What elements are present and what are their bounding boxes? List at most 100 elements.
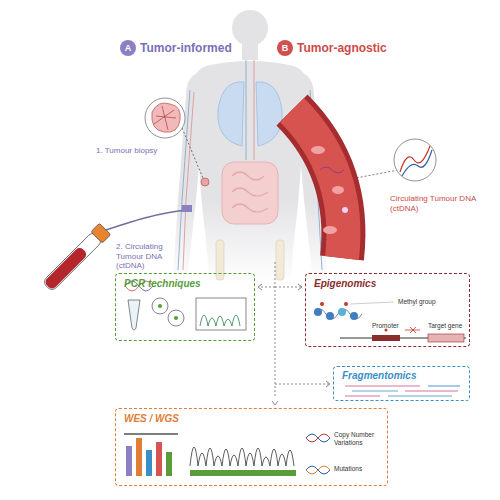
ctdna-magnifier-part (400, 146, 430, 172)
intestines-part (201, 178, 209, 186)
node-heading: WES / WGS (124, 413, 179, 425)
node-heading: PCR techniques (124, 278, 201, 290)
epigenomics-icons-part (372, 335, 400, 341)
ctdna-magnifier-part (356, 170, 398, 178)
wes-icons-part (306, 466, 330, 474)
wes-icons-part (306, 434, 330, 442)
fragment-lines (345, 386, 460, 396)
branch-lines-part (275, 287, 301, 288)
pcr-icons-part (152, 298, 168, 314)
tumour-magnifier-part (145, 98, 185, 138)
branch-lines-part (259, 287, 275, 288)
tumour-magnifier-part (182, 128, 203, 178)
branch-arrowheads-part (272, 401, 278, 405)
body-silhouette-part (242, 42, 258, 60)
blood-vessel-part (292, 110, 343, 258)
lungs-part (218, 82, 244, 146)
ctdna-magnifier-part (394, 139, 436, 181)
pcr-icons-part (196, 298, 246, 330)
epigenomics-icons-part (314, 308, 322, 316)
blood-tube-part-part (91, 223, 111, 243)
method-box: WES / WGS Copy Number VariationsMutations (115, 408, 388, 486)
body-silhouette-part (232, 10, 268, 46)
blood-vessel-part (292, 110, 343, 258)
branch-arrowheads-part (298, 284, 302, 290)
method-box: PCR techniques (115, 273, 255, 341)
wes-icons-part (190, 447, 294, 466)
method-box: EpigenomicsMethyl groupPromoter Target ge… (305, 273, 470, 347)
pcr-icons (128, 298, 246, 330)
epigenomics-icons-part (428, 334, 464, 342)
fragment-lines-part (388, 395, 452, 396)
blood-tube-part-part (42, 231, 103, 292)
fragment-lines-part (405, 390, 458, 391)
branch-arrowheads-part (258, 284, 262, 290)
ctdna-magnifier (356, 139, 436, 181)
blood-tube-part-part (44, 246, 89, 291)
bones-part (216, 240, 224, 280)
pcr-icons-part (174, 316, 178, 320)
ctdna-magnifier-part (402, 150, 432, 176)
part-label: Copy Number Variations (334, 431, 382, 447)
step-label: 2. Circulating Tumour DNA (ctDNA) (116, 242, 178, 271)
wes-icons (124, 434, 330, 476)
part-label: Methyl group (398, 298, 436, 306)
fragment-lines-part (352, 390, 398, 391)
body-silhouette-part (194, 61, 306, 290)
wes-icons-part (166, 452, 172, 476)
branch-arrowheads (258, 284, 330, 405)
lungs-part (256, 82, 282, 146)
blood-vessel-part (311, 146, 325, 154)
blood-vessel-part (332, 186, 344, 194)
wes-icons-part (306, 434, 330, 442)
wes-icons-part (126, 446, 132, 476)
tumour-magnifier (145, 98, 203, 178)
part-label: Target gene (428, 322, 462, 330)
pcr-icons-part (128, 300, 140, 330)
vessels-part (246, 60, 247, 160)
pcr-icons-part (168, 310, 184, 326)
fragment-lines-part (428, 385, 460, 386)
vessels (178, 60, 322, 270)
part-label: Mutations (334, 465, 382, 473)
epigenomics-icons-part (410, 327, 416, 333)
bones (216, 240, 284, 280)
epigenomics-icons-part (350, 302, 394, 304)
blood-vessel-part (320, 167, 344, 173)
epigenomics-icons (314, 302, 466, 342)
section-badge: B (277, 40, 293, 56)
section-title: Tumor-agnostic (297, 41, 387, 55)
pcr-icons-part (200, 315, 240, 326)
node-heading: A (120, 40, 136, 56)
blood-tube-part (41, 223, 110, 292)
blood-tube-part (182, 205, 192, 212)
blood-vessel-part (323, 226, 337, 234)
part-label: Promoter (372, 322, 399, 330)
epigenomics-icons-part (338, 308, 346, 316)
step-label: 1. Tumour biopsy (96, 146, 186, 156)
branch-arrowheads-part (326, 381, 330, 387)
pcr-icons-part (158, 304, 162, 308)
bones-part (276, 240, 284, 280)
blood-tube-part (100, 210, 188, 232)
node-heading: B (277, 40, 293, 56)
intestines (201, 162, 278, 224)
wes-icons-part (136, 438, 142, 476)
tumour-magnifier-part (154, 106, 176, 130)
node-heading: Epigenomics (314, 278, 376, 290)
epigenomics-icons-part (326, 312, 334, 320)
wes-icons-part (124, 433, 178, 435)
fragment-lines-part (345, 395, 380, 396)
epigenomics-icons-part (314, 309, 362, 319)
wes-icons-part (156, 442, 162, 476)
branch-lines-part (275, 384, 329, 385)
sample-label: Circulating Tumour DNA (ctDNA) (390, 194, 482, 213)
wes-icons-part (306, 466, 330, 474)
blood-vessel-part (342, 207, 348, 213)
wes-icons-part (146, 450, 152, 476)
tumour-magnifier-part (152, 103, 181, 132)
method-box: Fragmentomics (333, 366, 470, 401)
blood-vessel (292, 110, 348, 258)
